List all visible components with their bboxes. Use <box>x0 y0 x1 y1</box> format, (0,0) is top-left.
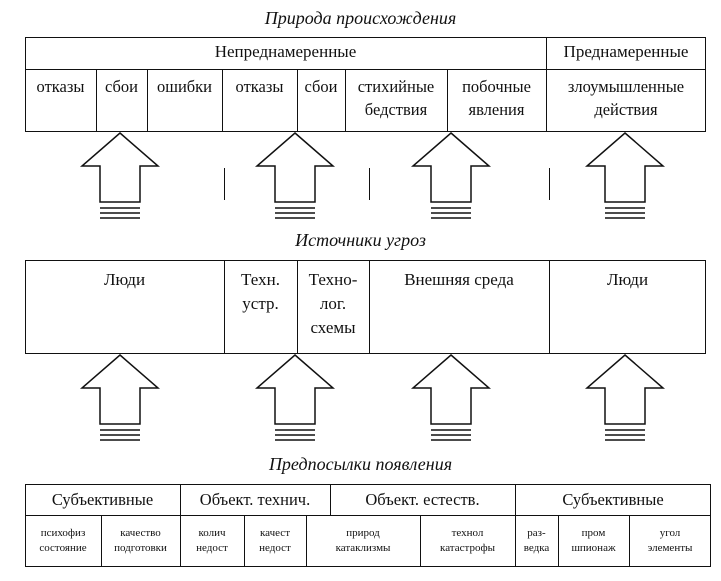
preconditions-col-divider <box>558 515 559 567</box>
separator-tick <box>224 168 225 200</box>
separator-tick <box>549 168 550 200</box>
preconditions-col-divider <box>306 515 307 567</box>
source-vneshnyaya-sreda: Внешняя среда <box>404 270 514 289</box>
group-subjective-2: Субъективные <box>562 490 664 509</box>
preconditions-col-divider <box>420 515 421 567</box>
sub-psikhofiz-line2: состояние <box>39 542 87 554</box>
preconditions-heading: Предпосылки появления <box>268 454 453 474</box>
cell-zloumyshlennye-line2: действия <box>594 100 658 119</box>
arrow-up-icon <box>410 132 492 219</box>
arrow-up-icon <box>79 354 161 441</box>
arrow-up-icon <box>410 354 492 441</box>
sub-ugol-line1: угол <box>659 527 681 539</box>
group-objective-natural: Объект. естеств. <box>365 490 480 509</box>
sub-kachestvo-line1: качество <box>120 527 161 539</box>
cell-stikhiynye-line1: стихийные <box>357 77 435 96</box>
sub-kolich-line2: недост <box>196 542 228 554</box>
sub-prirod-line2: катаклизмы <box>335 542 391 554</box>
sources-col-divider <box>369 260 370 354</box>
nature-heading: Природа происхождения <box>264 8 457 28</box>
sources-heading: Источники угроз <box>295 230 426 250</box>
preconditions-table-frame <box>25 484 711 567</box>
cell-zloumyshlennye-line1: злоумышленные <box>567 77 685 96</box>
sources-col-divider <box>224 260 225 354</box>
nature-col-divider <box>447 69 448 132</box>
source-tekhnolog-line1: Техно- <box>308 270 358 289</box>
cell-pobochnye-line2: явления <box>468 100 525 119</box>
source-tekhnolog-line3: схемы <box>310 318 356 337</box>
sources-table-frame <box>25 260 706 354</box>
unintentional-header: Непреднамеренные <box>214 42 357 61</box>
cell-sboi-2: сбои <box>304 77 338 96</box>
source-lyudi-1: Люди <box>103 270 146 289</box>
nature-header-divider <box>25 69 706 70</box>
arrow-up-icon <box>584 354 666 441</box>
source-tekhn-line2: устр. <box>242 294 279 313</box>
cell-sboi-1: сбои <box>105 77 138 96</box>
nature-group-divider <box>546 37 547 132</box>
arrow-up-icon <box>254 354 336 441</box>
nature-col-divider <box>147 69 148 132</box>
preconditions-col-divider <box>101 515 102 567</box>
preconditions-group-divider <box>180 484 181 567</box>
sub-kachest-line1: качест <box>260 527 290 539</box>
preconditions-col-divider <box>244 515 245 567</box>
nature-col-divider <box>297 69 298 132</box>
sources-col-divider <box>549 260 550 354</box>
sub-kachest-line2: недост <box>259 542 291 554</box>
sub-kolich-line1: колич <box>198 527 226 539</box>
arrow-up-icon <box>79 132 161 219</box>
source-lyudi-2: Люди <box>606 270 649 289</box>
sub-tekhnol-line1: технол <box>451 527 484 539</box>
sub-prirod-line1: природ <box>346 527 380 539</box>
group-subjective-1: Субъективные <box>51 490 154 509</box>
cell-oshibki: ошибки <box>156 77 213 96</box>
arrow-up-icon <box>584 132 666 219</box>
preconditions-group-divider <box>515 484 516 567</box>
group-objective-technical: Объект. технич. <box>199 490 311 509</box>
cell-stikhiynye-line2: бедствия <box>364 100 428 119</box>
nature-col-divider <box>345 69 346 132</box>
sub-prom-line1: пром <box>581 527 606 539</box>
source-tekhnolog-line2: лог. <box>319 294 347 313</box>
preconditions-col-divider <box>629 515 630 567</box>
nature-table-frame <box>25 37 706 132</box>
intentional-header: Преднамеренные <box>563 42 689 61</box>
arrow-up-icon <box>254 132 336 219</box>
nature-col-divider <box>222 69 223 132</box>
preconditions-header-divider <box>25 515 711 516</box>
cell-otkazy-1: отказы <box>36 77 85 96</box>
sub-ugol-line2: элементы <box>647 542 693 554</box>
sub-razvedka-line2: ведка <box>523 542 550 554</box>
nature-col-divider <box>96 69 97 132</box>
sub-razvedka-line1: раз- <box>527 527 546 539</box>
sub-kachestvo-line2: подготовки <box>114 542 167 554</box>
separator-tick <box>369 168 370 200</box>
preconditions-group-divider <box>330 484 331 515</box>
sources-col-divider <box>297 260 298 354</box>
sub-tekhnol-line2: катастрофы <box>440 542 495 554</box>
cell-otkazy-2: отказы <box>235 77 284 96</box>
source-tekhn-line1: Техн. <box>241 270 280 289</box>
sub-prom-line2: шпионаж <box>571 542 616 554</box>
sub-psikhofiz-line1: психофиз <box>40 527 86 539</box>
cell-pobochnye-line1: побочные <box>462 77 531 96</box>
